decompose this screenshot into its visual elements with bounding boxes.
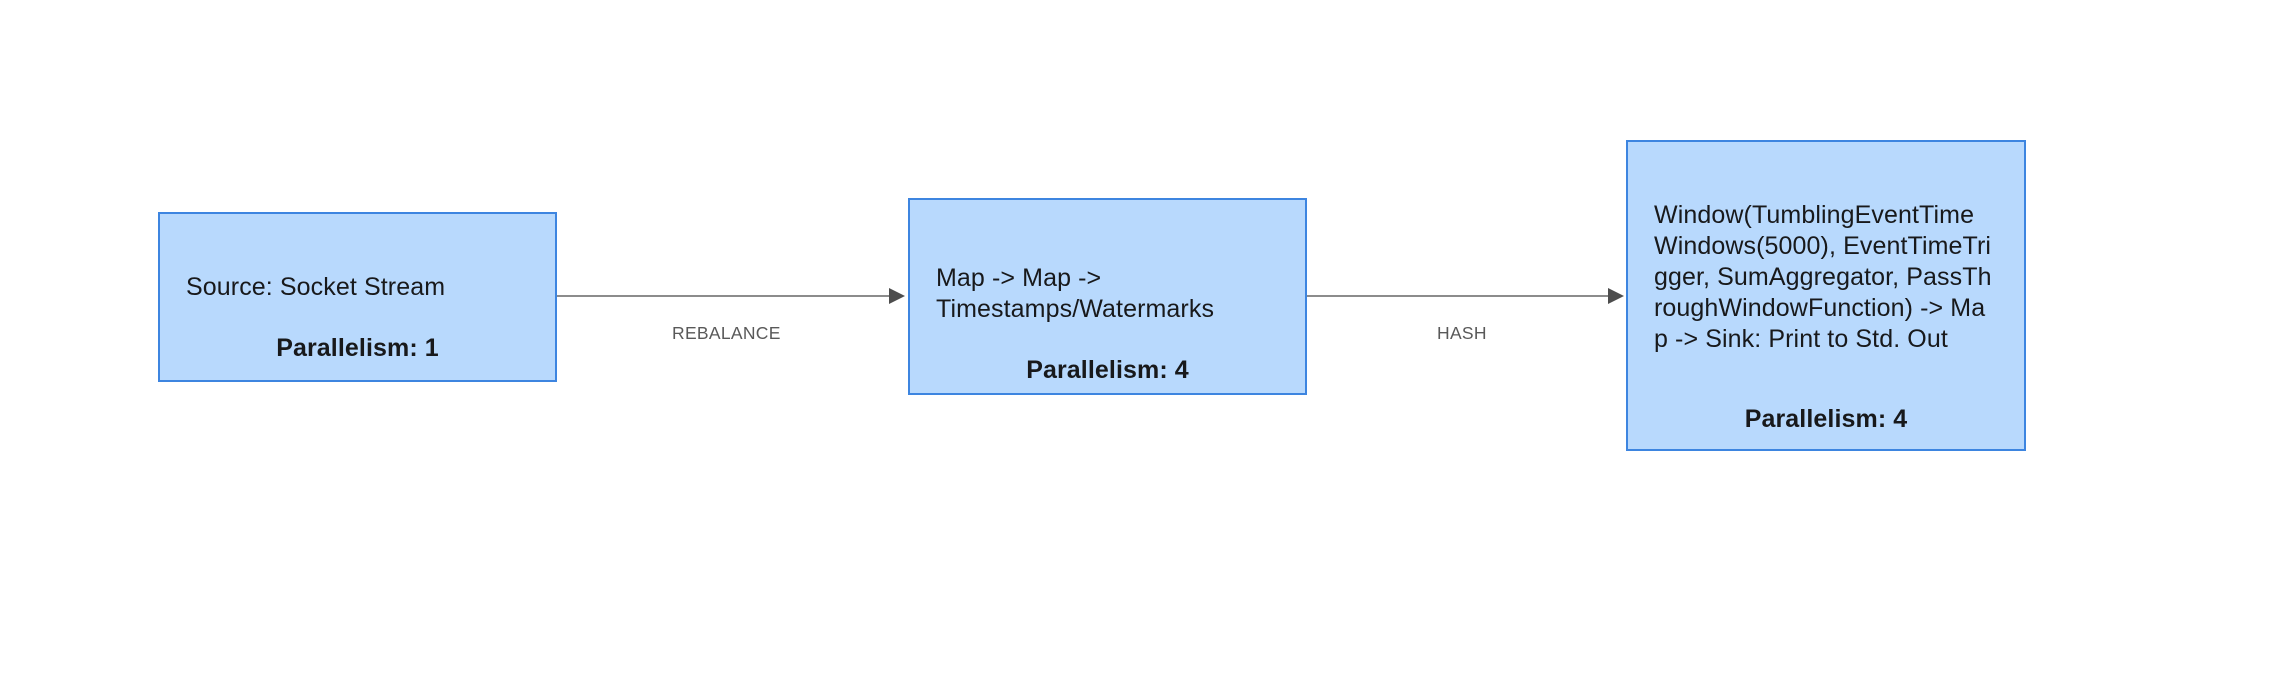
edge-rebalance-line <box>557 295 891 297</box>
node-window-aggregate-sink[interactable]: Window(TumblingEventTimeWindows(5000), E… <box>1626 140 2026 451</box>
node-window-title: Window(TumblingEventTimeWindows(5000), E… <box>1654 201 1992 353</box>
edge-hash-arrowhead-icon <box>1608 288 1624 304</box>
node-source-title: Source: Socket Stream <box>186 273 446 301</box>
node-map-parallelism: Parallelism: 4 <box>1026 356 1189 384</box>
edge-hash-label: HASH <box>1437 323 1487 343</box>
node-window-parallelism: Parallelism: 4 <box>1744 405 1908 433</box>
node-map-timestamps-watermarks[interactable]: Map -> Map -> Timestamps/Watermarks Para… <box>908 198 1307 395</box>
node-window-content: Window(TumblingEventTimeWindows(5000), E… <box>1654 142 2004 449</box>
node-map-content: Map -> Map -> Timestamps/Watermarks Para… <box>936 200 1285 393</box>
node-source-parallelism: Parallelism: 1 <box>276 334 439 362</box>
node-source-content: Source: Socket Stream Parallelism: 1 <box>186 214 535 380</box>
node-source-socket-stream[interactable]: Source: Socket Stream Parallelism: 1 <box>158 212 557 382</box>
edge-rebalance-arrowhead-icon <box>889 288 905 304</box>
edge-hash-line <box>1307 295 1609 297</box>
edge-rebalance-label: REBALANCE <box>672 323 781 343</box>
node-map-title: Map -> Map -> Timestamps/Watermarks <box>936 264 1215 323</box>
